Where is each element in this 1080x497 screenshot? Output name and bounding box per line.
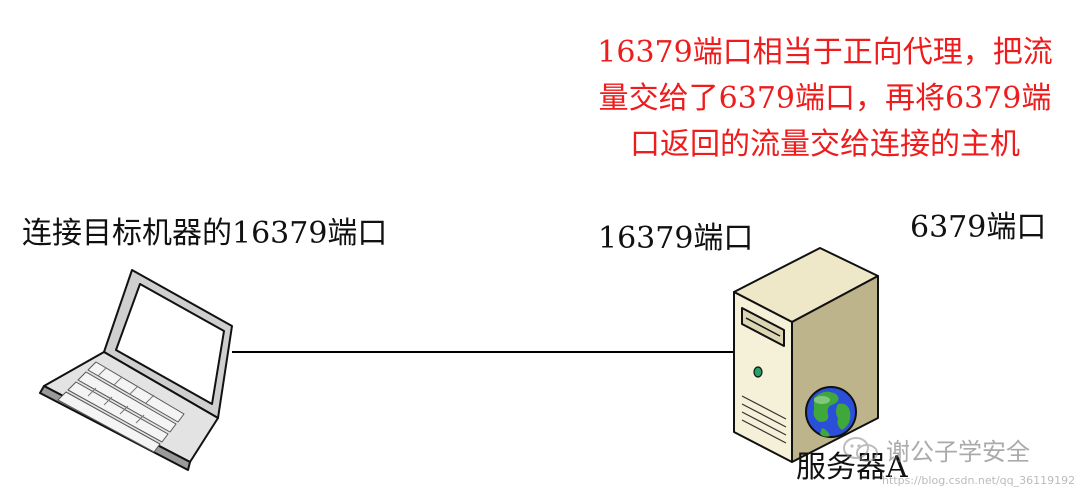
note-line-2: 量交给了6379端口，再将6379端 (598, 81, 1052, 116)
note-line-3: 口返回的流量交给连接的主机 (630, 127, 1020, 162)
watermark-account: 谢公子学安全 (842, 432, 1030, 467)
globe-icon (805, 386, 857, 438)
client-label: 连接目标机器的16379端口 (22, 216, 388, 251)
watermark-url: https://blog.csdn.net/qq_36119192 (882, 474, 1076, 487)
port-6379-label: 6379端口 (910, 210, 1047, 245)
laptop-icon (39, 269, 233, 471)
port-16379-label: 16379端口 (598, 221, 754, 256)
watermark-account-name: 谢公子学安全 (886, 438, 1030, 466)
explanation-note: 16379端口相当于正向代理，把流 量交给了6379端口，再将6379端 口返回… (585, 30, 1065, 168)
note-line-1: 16379端口相当于正向代理，把流 (597, 35, 1053, 70)
server-icon (733, 247, 879, 463)
wechat-icon (843, 436, 878, 462)
